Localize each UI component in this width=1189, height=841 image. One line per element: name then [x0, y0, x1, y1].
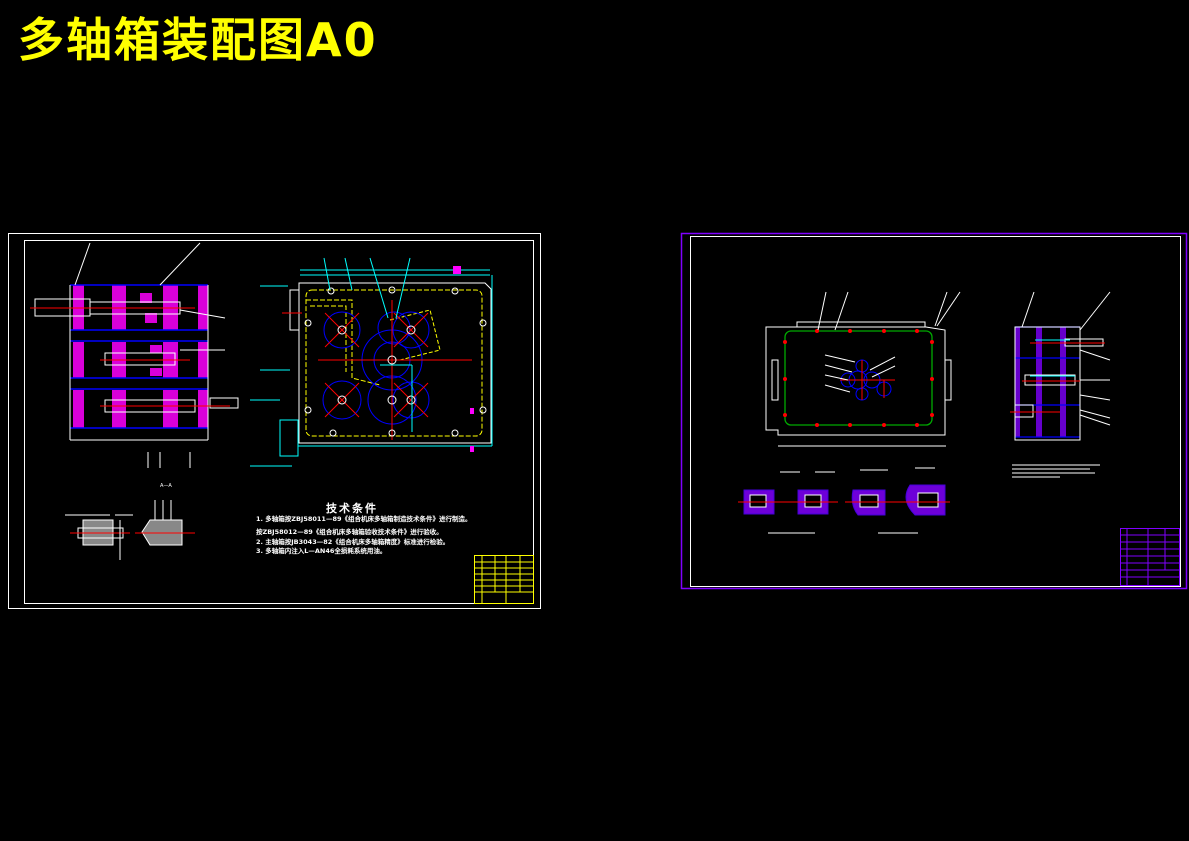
- sheet-1-inner-border: [24, 240, 534, 604]
- section-label: A—A: [160, 483, 172, 489]
- plan-view: [765, 291, 961, 447]
- sheet-2: [680, 232, 1188, 590]
- detail-sections: [738, 467, 950, 534]
- drawing-title: 多轴箱装配图A0: [18, 13, 378, 67]
- side-section-view: [30, 242, 239, 468]
- section-a-a-view: A—A: [65, 483, 195, 560]
- sheet-2-inner-border: [690, 236, 1181, 587]
- sheet-1: A—A: [8, 233, 541, 609]
- title-block-1: [474, 555, 534, 604]
- sheet-2-outer-border: [680, 232, 1188, 590]
- side-view-2: [1010, 291, 1111, 478]
- tech-requirement-line: 2. 主轴箱按JB3043—82《组合机床多轴箱精度》标准进行检验。: [256, 538, 450, 546]
- sheet-1-outer-border: [8, 233, 541, 609]
- tech-requirement-line: 1. 多轴箱按ZBJ58011—89《组合机床多轴箱制造技术条件》进行制造。: [256, 515, 472, 523]
- front-view: [250, 257, 493, 467]
- tech-requirement-line: 3. 多轴箱内注入L—AN46全损耗系统用油。: [256, 547, 387, 555]
- tech-requirements-heading: 技术条件: [326, 502, 378, 515]
- title-block-2: [1120, 528, 1180, 586]
- tech-requirement-line: 按ZBJ58012—89《组合机床多轴箱验收技术条件》进行验收。: [256, 528, 443, 536]
